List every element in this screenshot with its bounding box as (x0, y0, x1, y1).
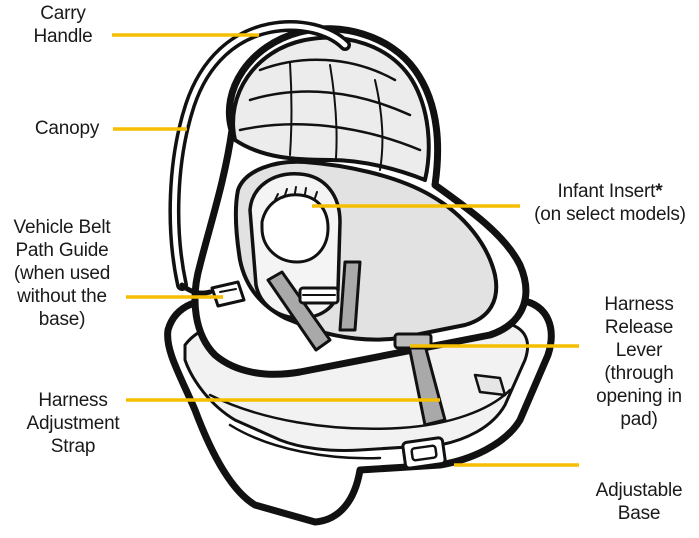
label-line: opening in (584, 385, 694, 408)
label-line: Path Guide (0, 239, 124, 262)
label-line: Release (584, 316, 694, 339)
label-line: Harness (18, 389, 128, 412)
label-line: Canopy (22, 117, 112, 140)
label-line: without the (0, 285, 124, 308)
label-line: Harness (584, 293, 694, 316)
asterisk-footnote-mark: * (655, 181, 662, 202)
label-infant-insert: Infant Insert* (on select models) (522, 180, 698, 226)
label-text: Infant Insert (558, 181, 656, 202)
label-line: Handle (18, 25, 108, 48)
label-line: Lever (584, 339, 694, 362)
label-line: Strap (18, 435, 128, 458)
label-canopy: Canopy (22, 117, 112, 140)
label-line: Base (584, 502, 694, 525)
label-line: base) (0, 308, 124, 331)
label-line: Vehicle Belt (0, 216, 124, 239)
label-carry-handle: Carry Handle (18, 2, 108, 48)
label-harness-release-lever: Harness Release Lever (through opening i… (584, 293, 694, 431)
label-line: (through (584, 362, 694, 385)
label-line: Infant Insert* (522, 180, 698, 203)
label-line: Carry (18, 2, 108, 25)
label-line: (when used (0, 262, 124, 285)
label-line: (on select models) (522, 203, 698, 226)
label-line: pad) (584, 408, 694, 431)
label-vehicle-belt-path-guide: Vehicle Belt Path Guide (when used witho… (0, 216, 124, 331)
label-harness-adjustment-strap: Harness Adjustment Strap (18, 389, 128, 458)
label-line: Adjustment (18, 412, 128, 435)
label-line: Adjustable (584, 479, 694, 502)
label-adjustable-base: Adjustable Base (584, 479, 694, 525)
